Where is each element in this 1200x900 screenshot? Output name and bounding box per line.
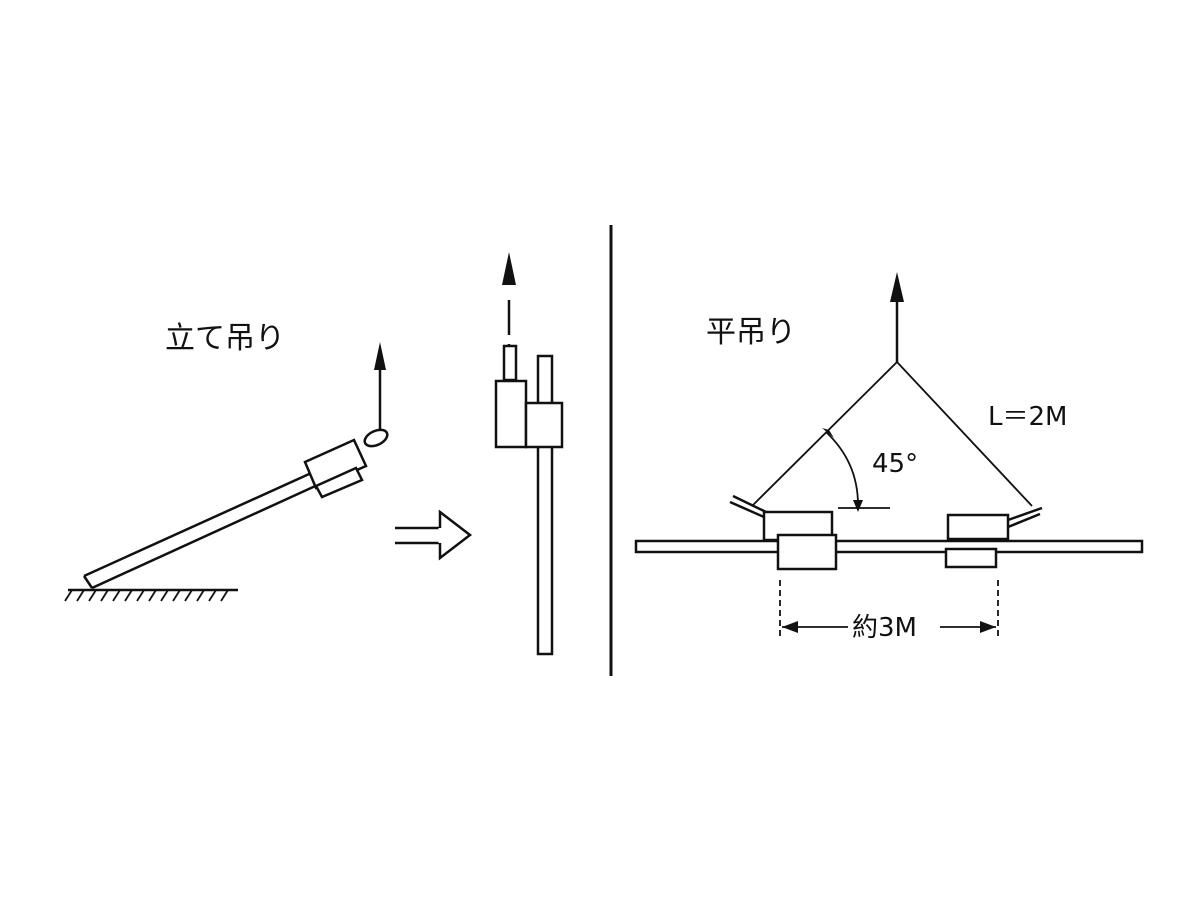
ground-hatch — [172, 589, 181, 602]
ground-hatch — [220, 589, 229, 602]
vertical-pipe-section — [494, 252, 564, 656]
transition-arrow-icon — [395, 509, 473, 561]
spacing-label: 約3M — [852, 613, 917, 643]
ground-hatch — [208, 589, 217, 602]
spacing-dimension — [779, 580, 999, 638]
vertical-joint-lower — [524, 401, 564, 449]
sling-wires — [751, 361, 1033, 507]
vertical-pipe — [536, 354, 554, 656]
left-pipe-joint — [729, 494, 838, 571]
ground-hatch — [196, 589, 205, 602]
tilted-pipe — [82, 458, 347, 590]
vertical-lift-section: 立て吊り — [64, 321, 389, 602]
upper-pipe-stub — [502, 344, 518, 382]
vertical-lift-title: 立て吊り — [165, 321, 285, 356]
right-clamp-icon — [1007, 506, 1043, 522]
vertical-joint-upper — [494, 379, 528, 449]
sling-length-label: L＝2M — [988, 402, 1067, 432]
ground-hatch — [124, 589, 133, 602]
ground-hatch — [88, 589, 97, 602]
ground-hatch — [184, 589, 193, 602]
angle-label: 45° — [872, 449, 918, 479]
horizontal-pipe — [634, 539, 1144, 554]
ground-hatch — [160, 589, 169, 602]
ground-hatch — [148, 589, 157, 602]
ground-hatch — [136, 589, 145, 602]
ground-hatch — [64, 589, 73, 602]
horizontal-lift-section: 平吊り L＝2M 45° — [634, 272, 1144, 643]
ground-line — [64, 588, 238, 602]
right-pipe-joint — [944, 506, 1043, 569]
pipe-joint-tilted — [303, 438, 368, 499]
lift-arrow-icon — [890, 272, 904, 362]
left-clamp-icon — [729, 500, 765, 519]
ground-hatch — [76, 589, 85, 602]
ground-hatch — [112, 589, 121, 602]
lifting-clamp-icon — [363, 342, 389, 448]
ground-hatch — [100, 589, 109, 602]
horizontal-lift-title: 平吊り — [706, 315, 796, 350]
angle-indicator — [822, 428, 890, 512]
